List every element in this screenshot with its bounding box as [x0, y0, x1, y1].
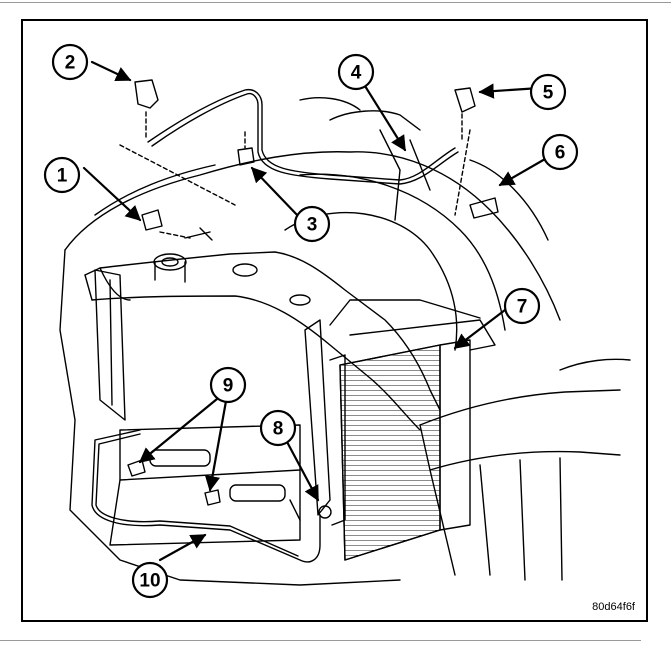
clip-9a	[127, 459, 146, 477]
callout-label-2: 2	[65, 53, 76, 74]
callout-circle-1	[43, 156, 81, 194]
callout-circle-7	[503, 287, 541, 325]
callout-circle-9	[209, 366, 247, 404]
illustration-frame	[21, 19, 648, 622]
callout-circle-10	[131, 561, 169, 599]
radiator-tank-left	[304, 319, 331, 516]
callout-circle-6	[541, 133, 579, 171]
clip-1	[141, 209, 163, 231]
callout-circle-5	[529, 73, 567, 111]
clip-2	[134, 79, 159, 109]
clip-9b	[204, 489, 221, 506]
grille-panel	[419, 389, 621, 426]
top-rule	[0, 2, 671, 3]
callout-label-6: 6	[555, 143, 566, 164]
ac-line-lower	[91, 429, 321, 563]
callout-label-1: 1	[57, 166, 68, 187]
left-headlamp-support	[94, 269, 126, 421]
callout-label-5: 5	[543, 83, 554, 104]
callout-label-3: 3	[307, 215, 318, 236]
callout-label-9: 9	[223, 376, 234, 397]
callout-label-4: 4	[351, 63, 362, 84]
ac-line-upper	[147, 88, 456, 181]
callout-circle-4	[337, 53, 375, 91]
figure-code: 80d64f6f	[592, 601, 635, 613]
nut-8	[318, 505, 332, 519]
bolt	[184, 227, 213, 241]
callout-circle-2	[51, 43, 89, 81]
callout-label-10: 10	[139, 571, 160, 592]
clip-5	[454, 87, 476, 113]
fitting-6	[469, 197, 499, 219]
bottom-rule	[0, 640, 641, 641]
callout-circle-8	[259, 409, 297, 447]
callout-circle-3	[293, 205, 331, 243]
callout-label-7: 7	[517, 297, 528, 318]
fender-well	[299, 173, 506, 331]
left-fender	[64, 151, 561, 321]
callout-label-8: 8	[273, 419, 284, 440]
clip-3	[237, 147, 255, 166]
condenser-core	[339, 344, 441, 561]
